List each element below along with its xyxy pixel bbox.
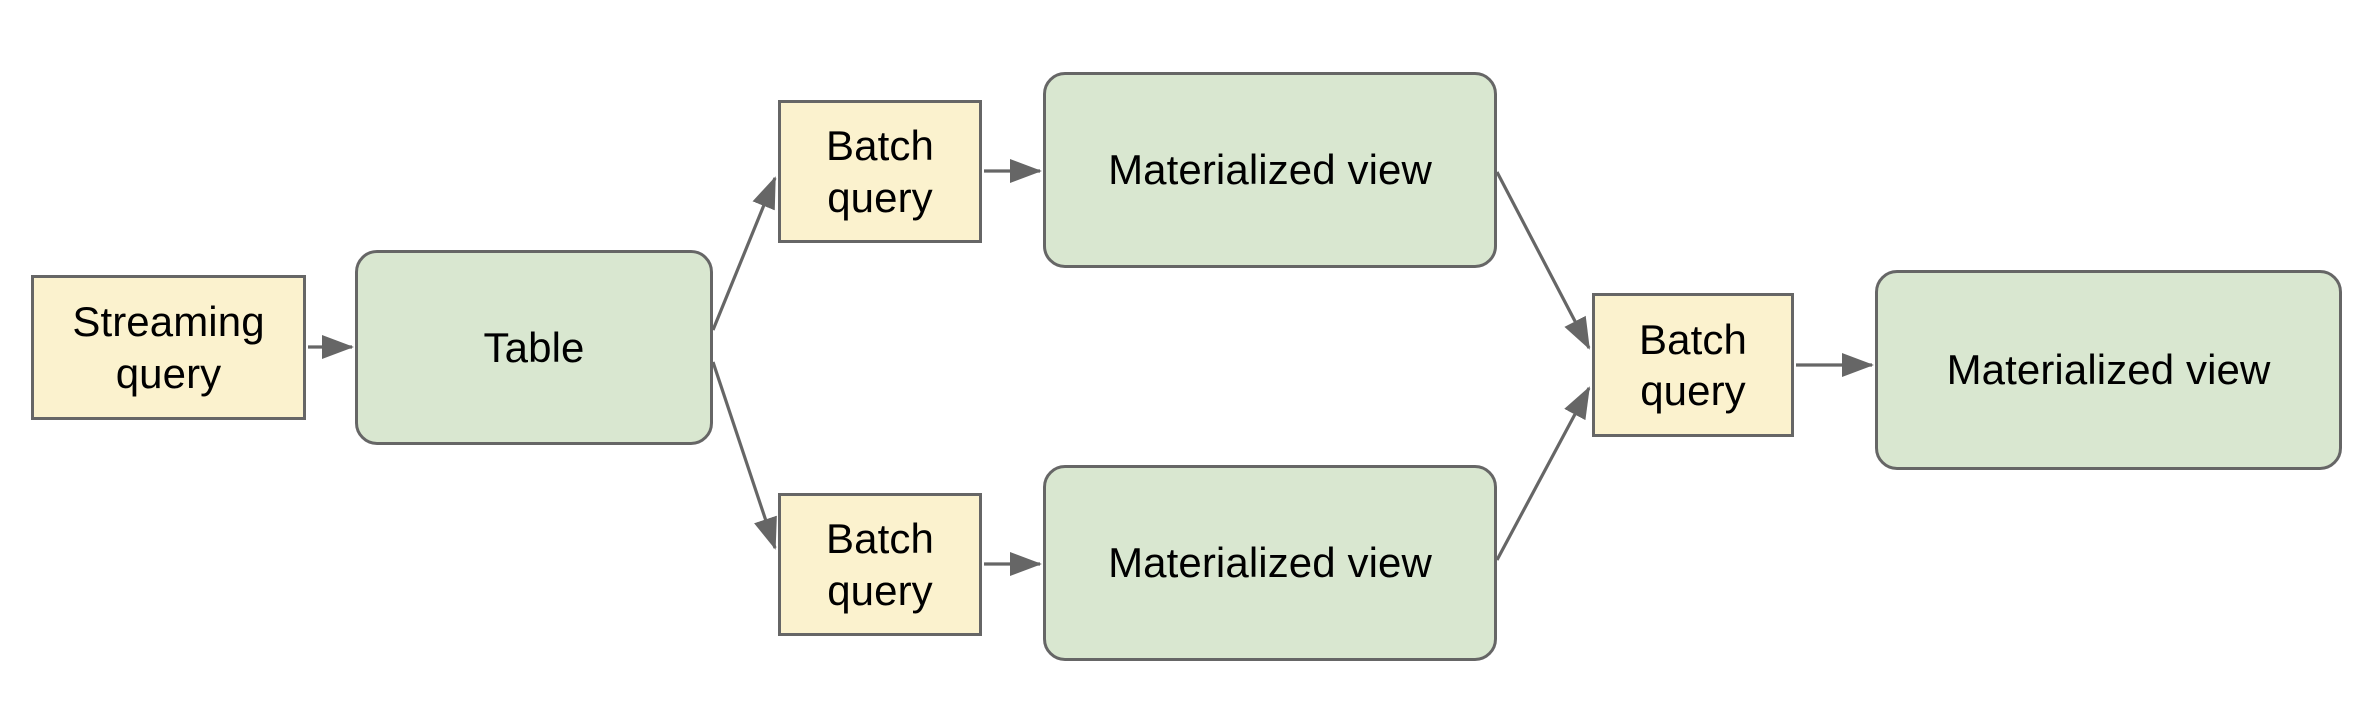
node-materialized-view-top[interactable]: Materialized view: [1043, 72, 1497, 268]
node-batch-query-bottom[interactable]: Batch query: [778, 493, 982, 636]
node-label-table: Table: [483, 323, 585, 371]
node-batch-query-merge[interactable]: Batch query: [1592, 293, 1794, 437]
node-batch-query-top[interactable]: Batch query: [778, 100, 982, 243]
edge-table-to-batch-query-bottom: [711, 361, 777, 550]
node-label-batch-query-bottom: Batch query: [826, 515, 934, 614]
node-label-materialized-view-bottom: Materialized view: [1108, 539, 1432, 587]
node-label-materialized-view-final: Materialized view: [1946, 346, 2271, 394]
node-materialized-view-final[interactable]: Materialized view: [1875, 270, 2342, 470]
edge-table-to-batch-query-top: [711, 176, 777, 331]
node-label-streaming-query: Streaming query: [72, 298, 265, 397]
node-materialized-view-bottom[interactable]: Materialized view: [1043, 465, 1497, 661]
node-label-batch-query-merge: Batch query: [1639, 315, 1747, 414]
node-streaming-query[interactable]: Streaming query: [31, 275, 306, 420]
node-label-materialized-view-top: Materialized view: [1108, 146, 1432, 194]
node-table[interactable]: Table: [355, 250, 713, 445]
edge-materialized-view-bottom-to-batch-query-merge: [1495, 386, 1591, 561]
node-label-batch-query-top: Batch query: [826, 122, 934, 221]
edge-materialized-view-top-to-batch-query-merge: [1495, 171, 1591, 350]
